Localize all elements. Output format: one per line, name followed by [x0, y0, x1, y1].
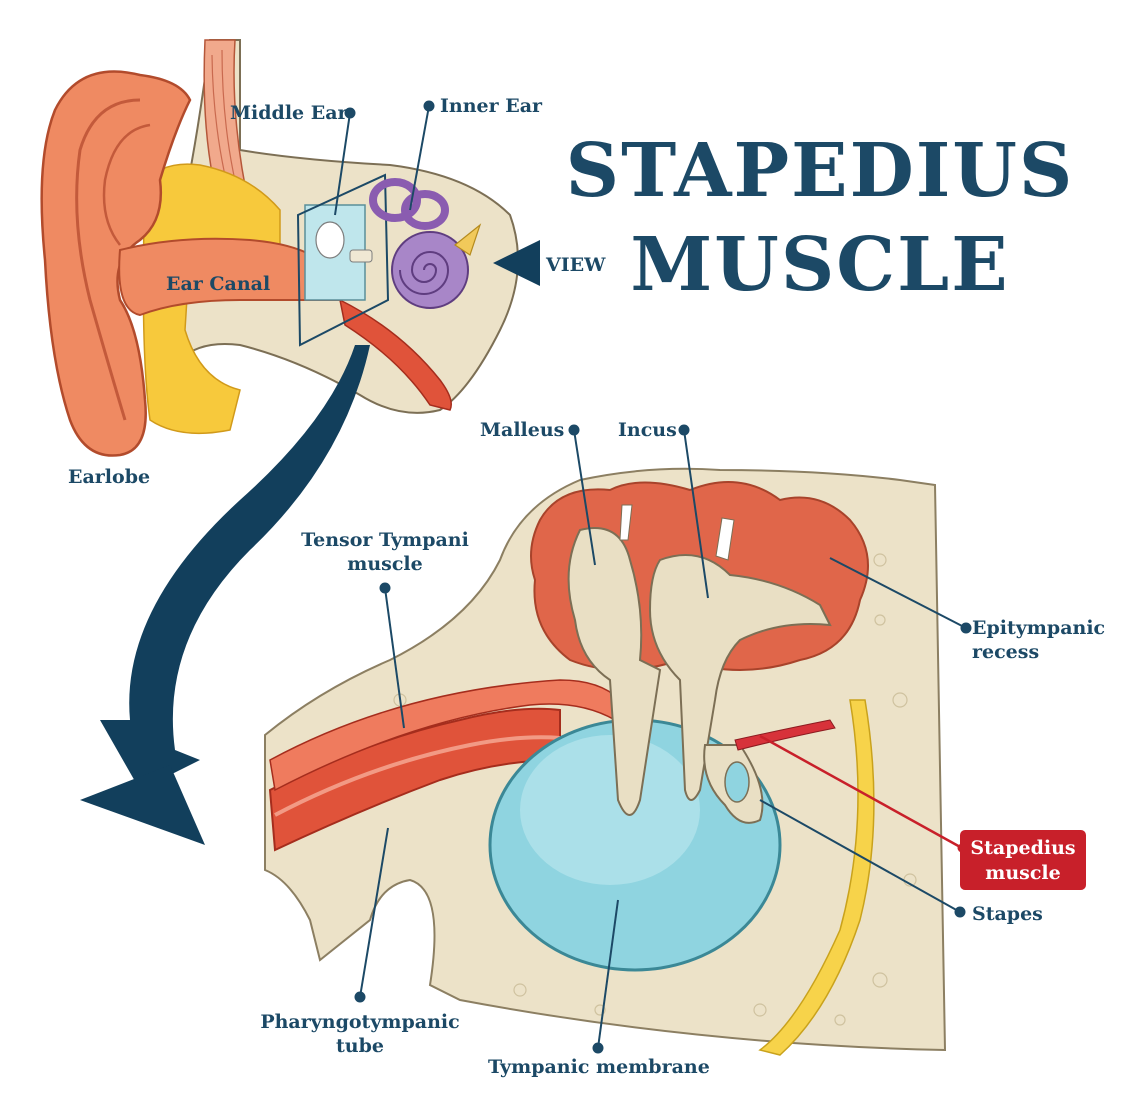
label-view: VIEW [546, 254, 606, 276]
malleus [567, 527, 662, 816]
label-epitympanic-recess: Epitympanic recess [972, 616, 1105, 664]
inner-ear [369, 178, 482, 309]
label-tensor-tympani-line1: Tensor Tympani [301, 529, 469, 551]
label-pharyngotympanic-tube: Pharyngotympanic tube [258, 1010, 462, 1058]
title-line-2: MUSCLE [630, 222, 1010, 308]
middle-ear-detail [264, 467, 947, 1056]
outer-ear-overview [40, 39, 540, 457]
view-plane [296, 173, 390, 347]
label-ear-canal: Ear Canal [166, 273, 271, 295]
eustachian-tube-small [338, 298, 452, 411]
label-stapes: Stapes [972, 903, 1043, 925]
stapedius-muscle [734, 719, 836, 751]
label-pharyngo-line1: Pharyngotympanic [260, 1011, 460, 1033]
stapes [703, 744, 764, 824]
label-inner-ear: Inner Ear [440, 95, 543, 117]
label-tympanic-membrane: Tympanic membrane [488, 1056, 710, 1078]
title-line-1: STAPEDIUS [565, 128, 1075, 214]
label-epitympanic-line2: recess [972, 641, 1040, 663]
label-stapedius-muscle: Stapedius muscle [960, 830, 1086, 890]
label-incus: Incus [618, 419, 677, 441]
label-middle-ear: Middle Ear [230, 102, 348, 124]
leader-lines [334, 100, 972, 1054]
incus [648, 554, 832, 801]
label-tensor-tympani-line2: muscle [347, 553, 423, 575]
fat-tissue [142, 163, 281, 435]
label-malleus: Malleus [480, 419, 565, 441]
view-arrow [493, 240, 540, 286]
label-earlobe: Earlobe [68, 466, 151, 488]
label-stapedius-line2: muscle [985, 862, 1061, 884]
label-tensor-tympani: Tensor Tympani muscle [290, 528, 480, 576]
label-stapedius-line1: Stapedius [970, 837, 1076, 859]
zoom-arrow [100, 345, 370, 790]
label-pharyngo-line2: tube [336, 1035, 384, 1057]
facial-nerve [758, 699, 875, 1056]
label-epitympanic-line1: Epitympanic [972, 617, 1106, 639]
